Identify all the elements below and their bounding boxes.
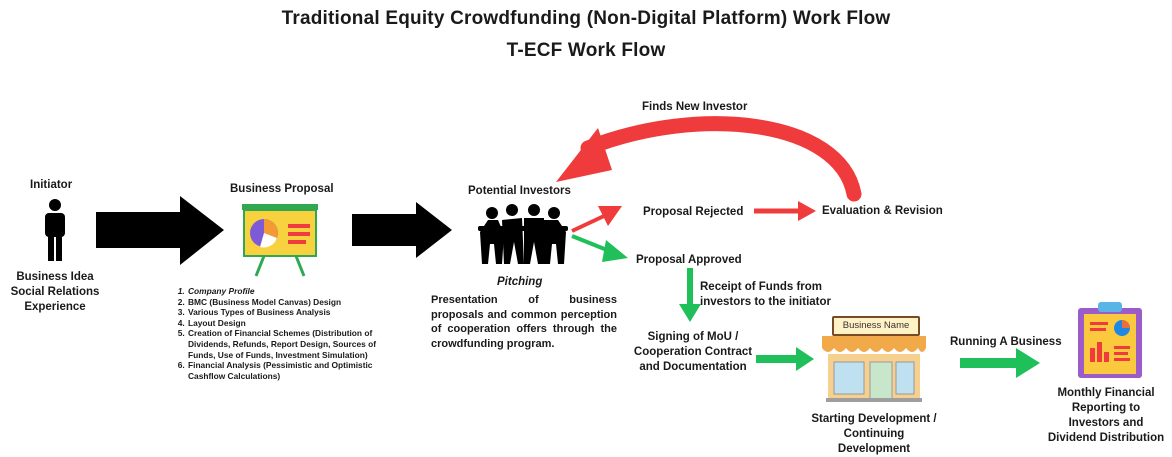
arrow-to-reporting-head [1016,348,1040,378]
proposal-item: Financial Analysis (Pessimistic and Opti… [187,360,401,381]
receipt-line: Receipt of Funds from [700,281,823,293]
arrow-initiator-to-proposal [96,196,224,265]
initiator-caption-line: Experience [24,301,86,313]
arrow-to-rejected [571,214,605,233]
proposal-rejected-label: Proposal Rejected [643,206,744,218]
initiator-caption-line: Social Relations [10,286,100,298]
proposal-item: BMC (Business Model Canvas) Design [187,297,401,308]
store-caption-line: Starting Development / [811,413,937,425]
group-people-icon [478,204,568,264]
pitching-label: Pitching [497,276,543,288]
store-caption: Starting Development / Continuing Develo… [796,412,952,457]
arrow-finds-new-investor-head [556,128,612,182]
storefront-icon: Business Name [822,310,926,402]
signing-line: Signing of MoU / [647,331,739,343]
investors-heading: Potential Investors [468,185,571,197]
reporting-caption-line: Monthly Financial [1057,387,1155,399]
presentation-board-icon [242,204,318,277]
store-caption-line: Development [837,443,911,455]
person-icon [45,199,65,261]
reporting-caption: Monthly Financial Reporting to Investors… [1040,386,1172,446]
proposal-items: Company Profile BMC (Business Model Canv… [176,286,401,381]
signing-line: and Documentation [639,361,747,373]
initiator-heading: Initiator [30,179,73,191]
arrow-to-signing-head [679,304,701,322]
signing-line: Cooperation Contract [633,346,753,358]
receipt-line: investors to the initiator [700,296,831,308]
store-building [822,336,926,402]
reporting-caption-line: Dividend Distribution [1047,432,1165,444]
store-caption-line: Continuing [843,428,905,440]
diagram-subtitle: T-ECF Work Flow [506,40,666,61]
arrow-proposal-to-investors [352,202,452,258]
proposal-item: Creation of Financial Schemes (Distribut… [187,328,401,360]
proposal-item: Layout Design [187,318,401,329]
reporting-caption-line: Reporting to [1071,402,1141,414]
initiator-caption-line: Business Idea [16,271,94,283]
proposal-item: Company Profile [187,286,401,297]
proposal-item: Various Types of Business Analysis [187,307,401,318]
evaluation-revision-label: Evaluation & Revision [822,205,943,217]
running-business-label: Running A Business [950,336,1062,348]
business-proposal-heading: Business Proposal [230,183,334,195]
clipboard-report-icon [1078,302,1142,378]
arrow-finds-new-investor [580,116,862,202]
arrow-to-rejected-head [598,206,622,226]
proposal-approved-label: Proposal Approved [636,254,742,266]
signing-label: Signing of MoU / Cooperation Contract an… [630,330,756,375]
finds-new-investor-label: Finds New Investor [642,101,748,113]
receipt-of-funds-label: Receipt of Funds from investors to the i… [700,280,831,310]
investors-description: Presentation of business proposals and c… [431,294,617,350]
initiator-caption: Business Idea Social Relations Experienc… [2,270,108,315]
business-name-sign: Business Name [832,316,920,336]
diagram-title: Traditional Equity Crowdfunding (Non-Dig… [281,8,891,29]
arrow-to-store-head [796,347,814,371]
arrow-to-evaluation-head [798,201,816,221]
reporting-caption-line: Investors and [1068,417,1144,429]
arrow-to-approved-head [602,240,628,262]
